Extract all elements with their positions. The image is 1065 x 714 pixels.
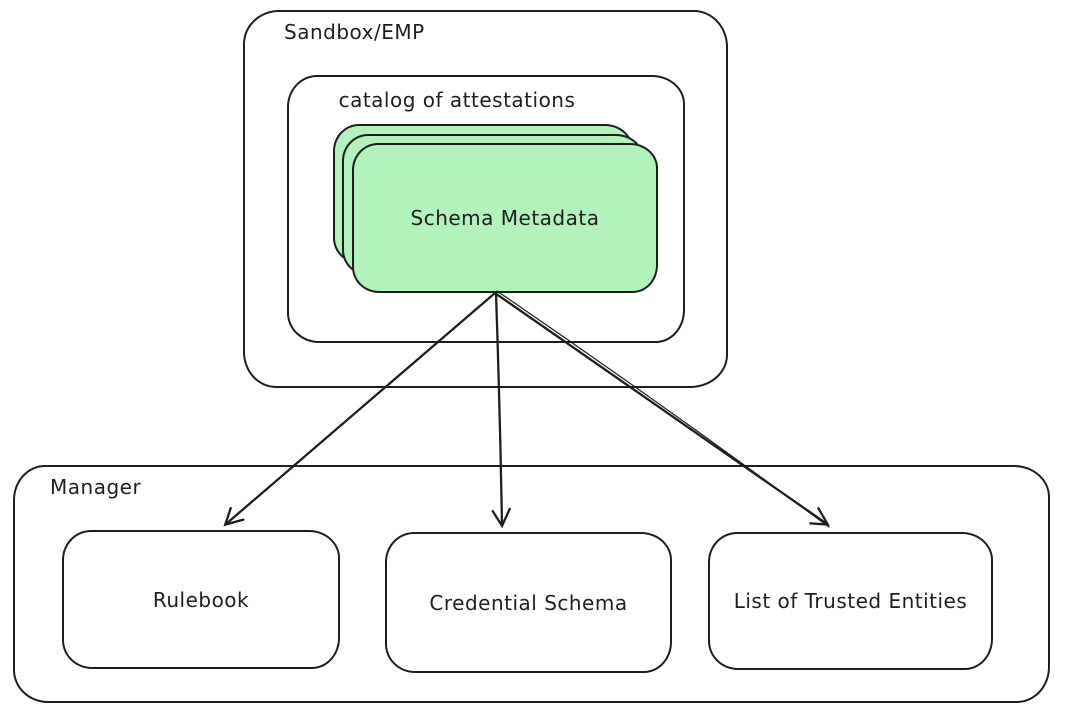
schema-metadata-label: Schema Metadata (410, 206, 600, 230)
node-list-of-trusted-entities: List of Trusted Entities (708, 532, 993, 670)
sandbox-emp-label: Sandbox/EMP (284, 20, 425, 44)
node-rulebook-label: Rulebook (152, 587, 250, 612)
catalog-of-attestations-label: catalog of attestations (338, 88, 576, 112)
node-rulebook: Rulebook (62, 530, 340, 669)
manager-label: Manager (50, 475, 142, 499)
node-credential-schema: Credential Schema (385, 532, 672, 673)
node-credential-schema-label: Credential Schema (429, 590, 628, 615)
node-list-of-trusted-entities-label: List of Trusted Entities (733, 589, 968, 613)
schema-metadata-card-front: Schema Metadata (352, 143, 658, 293)
